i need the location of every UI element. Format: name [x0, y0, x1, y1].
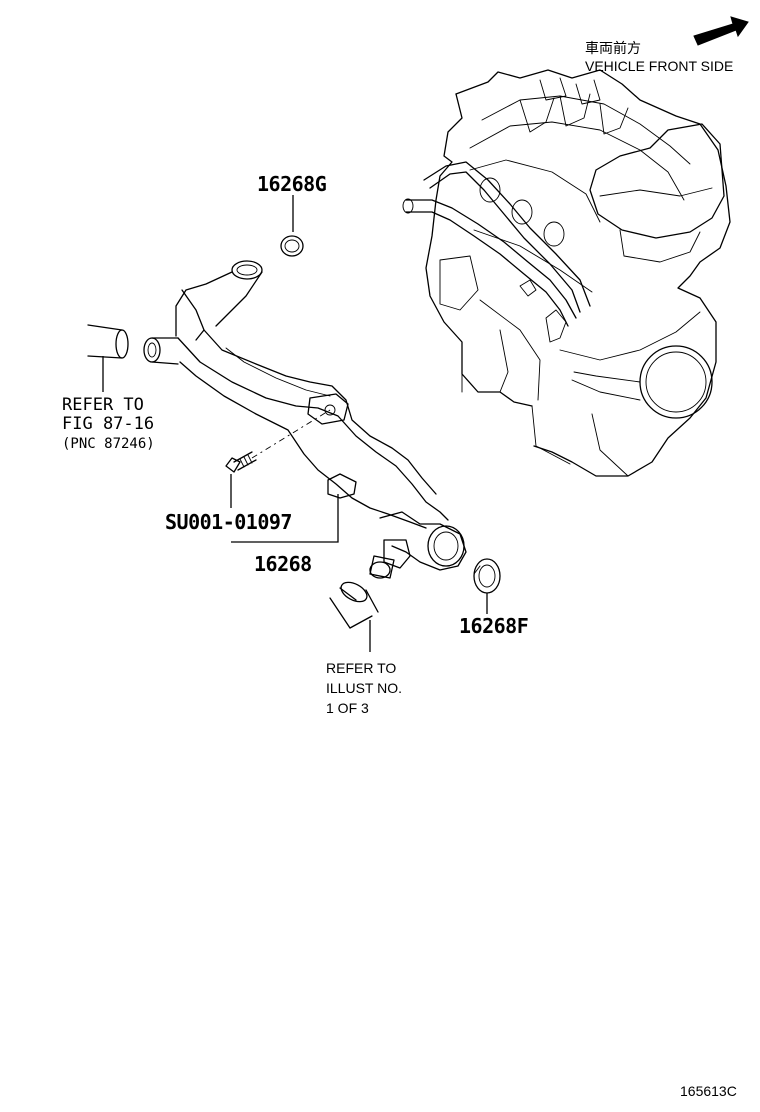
part-number-16268g[interactable]: 16268G	[257, 172, 327, 196]
illustration-code: 165613C	[680, 1083, 737, 1099]
part-number-16268[interactable]: 16268	[254, 552, 312, 576]
bottom-ref-line3: 1 OF 3	[326, 700, 369, 716]
part-number-16268f[interactable]: 16268F	[459, 614, 529, 638]
bolt-su001-01097	[225, 451, 257, 473]
bottom-ref-line1: REFER TO	[326, 660, 397, 676]
hose-left	[87, 324, 129, 359]
left-ref-line2: FIG 87-16	[62, 414, 155, 434]
bottom-ref-line2: ILLUST NO.	[326, 680, 402, 696]
left-ref-line1: REFER TO	[62, 395, 144, 415]
vehicle-front-label-jp: 車両前方	[585, 40, 641, 56]
hose-bottom	[329, 581, 379, 629]
front-arrow-icon	[693, 16, 749, 46]
leader-16268	[231, 494, 339, 543]
water-bypass-pipe-16268	[143, 260, 467, 579]
engine-assembly	[402, 69, 731, 477]
part-number-su001-01097[interactable]: SU001-01097	[165, 510, 292, 534]
vehicle-front-label: VEHICLE FRONT SIDE	[585, 58, 734, 74]
oring-16268g	[280, 235, 304, 257]
gasket-16268f	[473, 558, 501, 594]
left-ref-line3: (PNC 87246)	[62, 436, 155, 452]
